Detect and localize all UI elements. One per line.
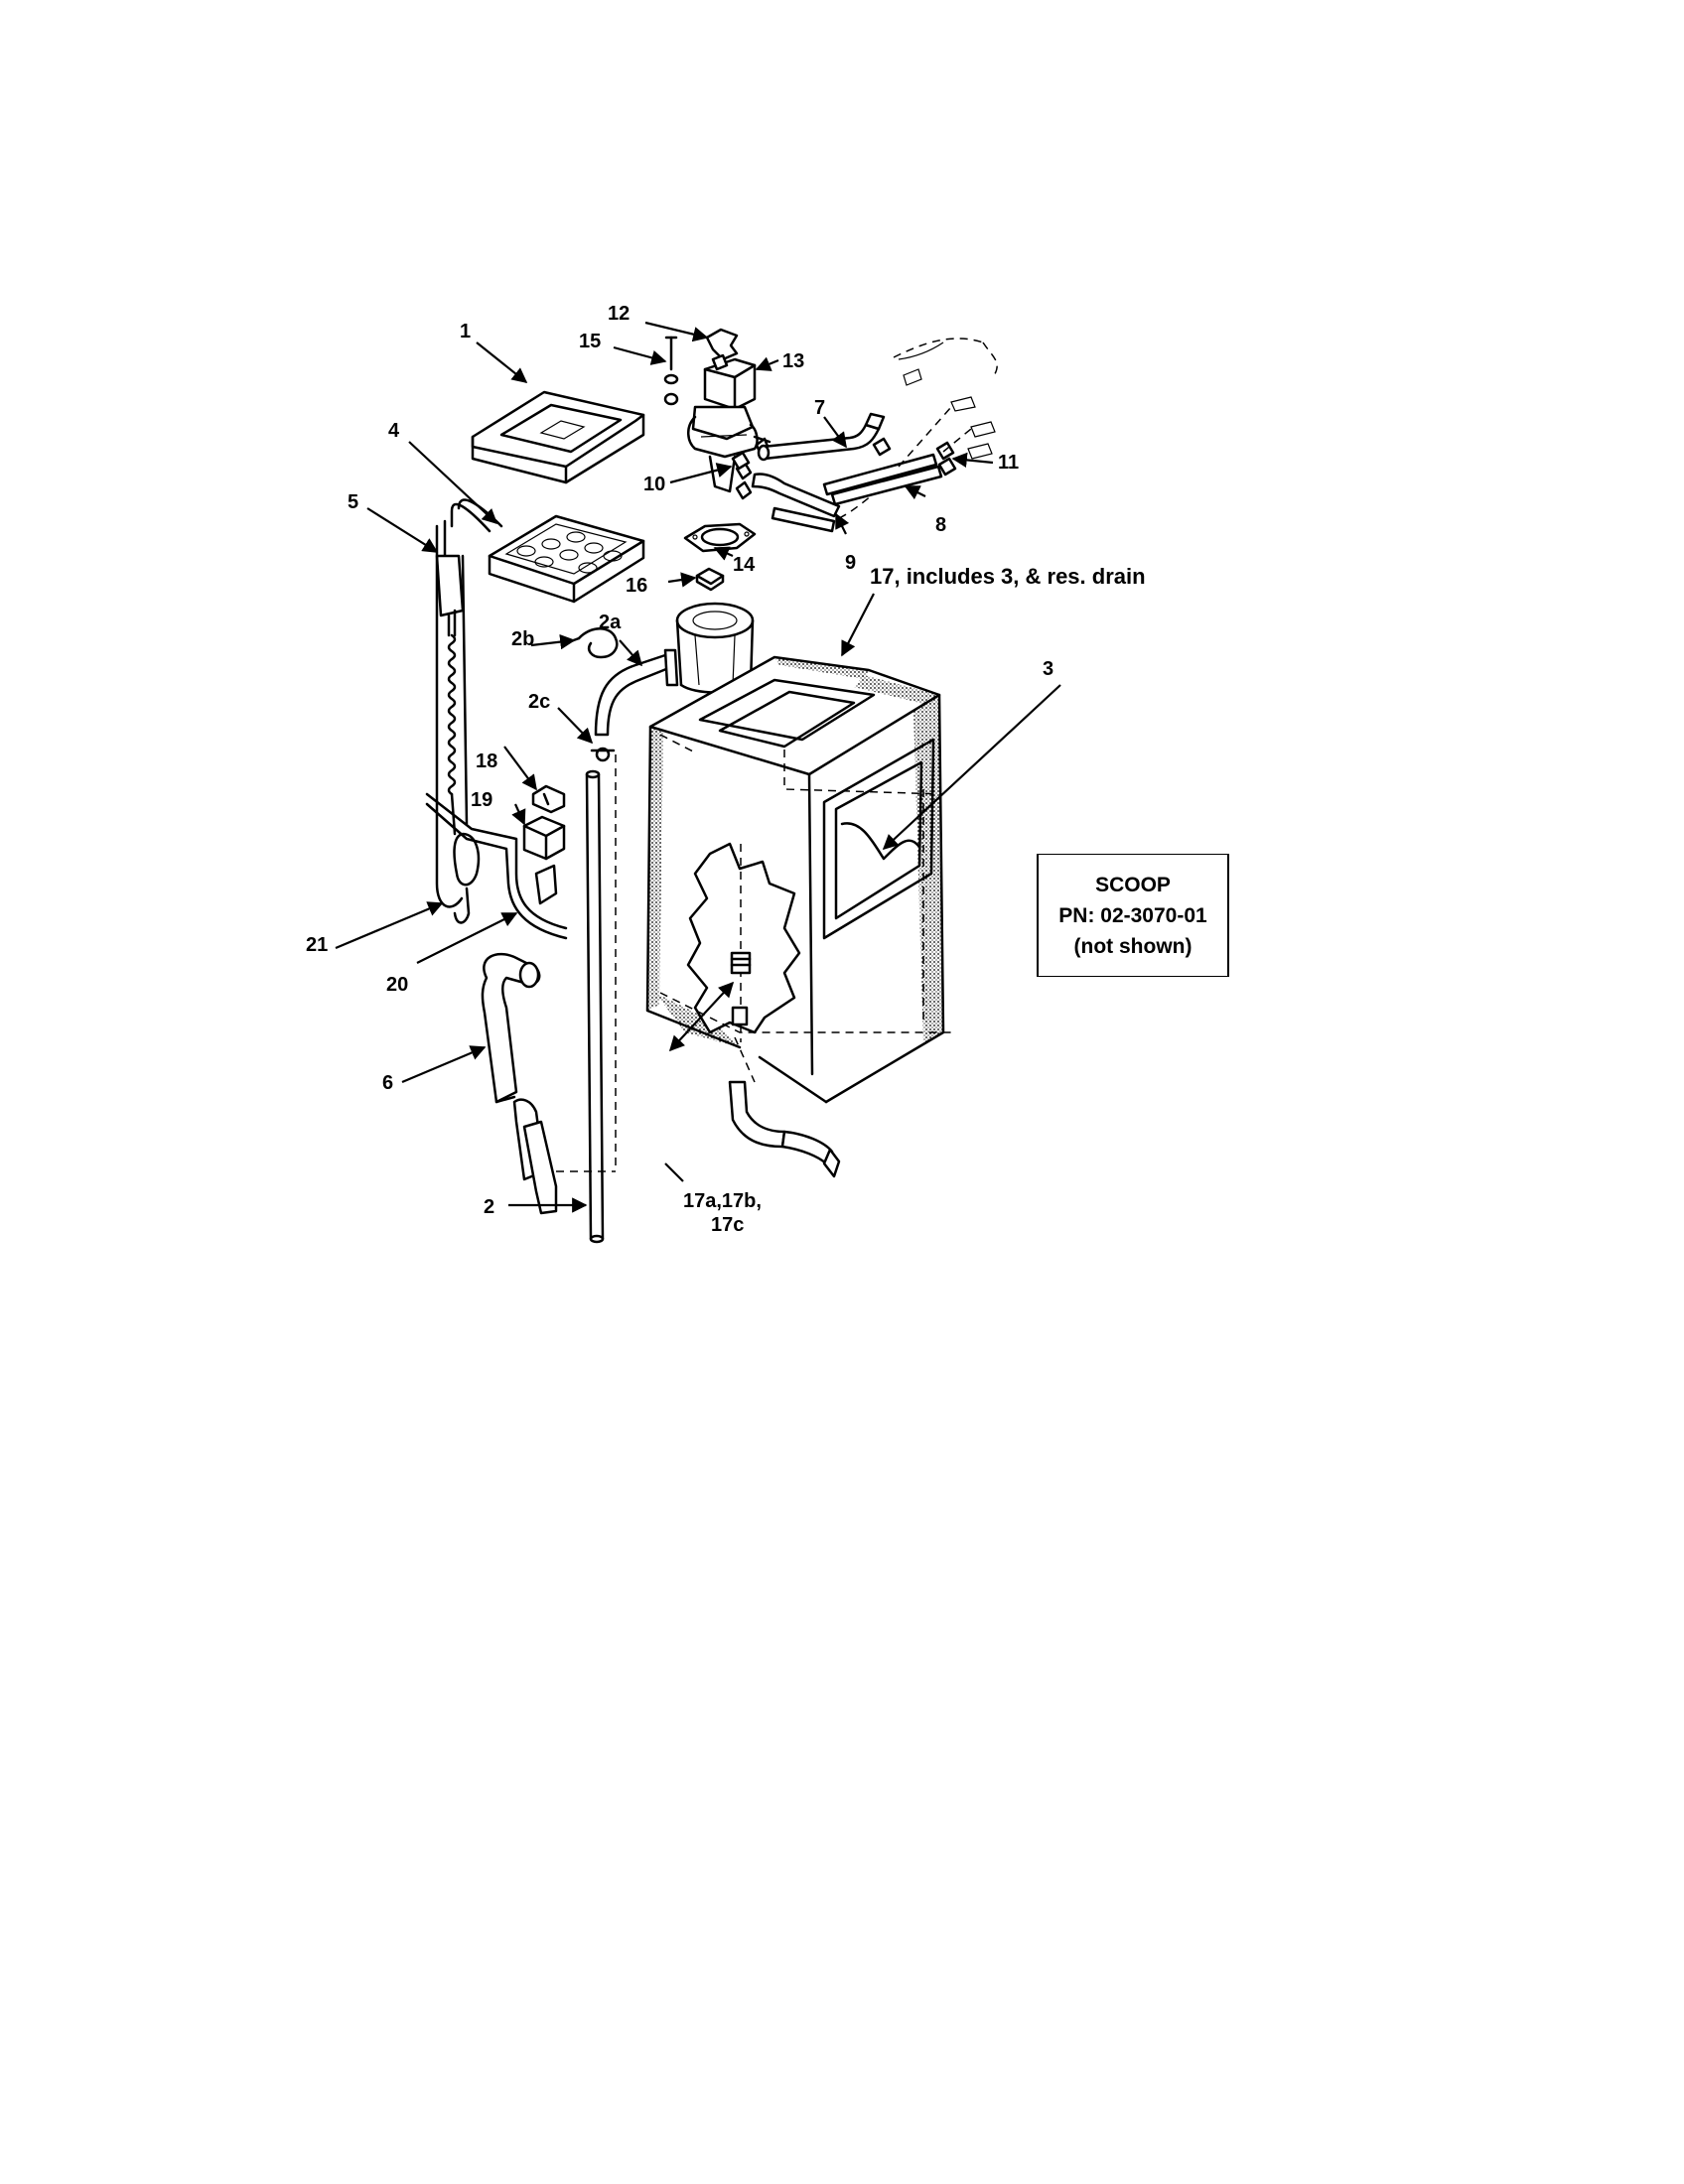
callout-6: 6 bbox=[382, 1072, 393, 1094]
callout-19: 19 bbox=[471, 789, 492, 811]
part-14-gasket-drawing bbox=[683, 522, 757, 553]
callout-21: 21 bbox=[306, 934, 328, 956]
part-2c-clamp-drawing bbox=[590, 747, 616, 762]
part-2a-elbow-drawing bbox=[594, 648, 679, 737]
part-7-hose-drawing bbox=[757, 412, 886, 462]
part-8-hose-drawing bbox=[822, 453, 943, 506]
callout-17abc-line2: 17c bbox=[711, 1214, 744, 1236]
part-19-block-drawing bbox=[522, 815, 566, 861]
callout-5: 5 bbox=[348, 491, 358, 513]
scoop-note-box: SCOOP PN: 02-3070-01 (not shown) bbox=[1037, 854, 1229, 977]
callout-18: 18 bbox=[476, 751, 497, 772]
part-1-cover-drawing bbox=[471, 390, 645, 484]
part-2-tube-drawing bbox=[556, 754, 617, 1244]
callout-2b: 2b bbox=[511, 628, 534, 650]
part-16-nut-drawing bbox=[695, 567, 725, 592]
callout-10: 10 bbox=[643, 474, 665, 495]
callout-2: 2 bbox=[484, 1196, 494, 1218]
scoop-note-not-shown: (not shown) bbox=[1073, 934, 1193, 958]
part-12-clip-drawing bbox=[705, 328, 739, 361]
ghost-fittings-drawing bbox=[893, 338, 998, 468]
callout-2a: 2a bbox=[599, 612, 622, 633]
scoop-note-part-number: PN: 02-3070-01 bbox=[1058, 903, 1207, 927]
part-15-screw-drawing bbox=[663, 336, 679, 406]
part-18-clip-drawing bbox=[531, 784, 566, 814]
part-17-reservoir-drawing bbox=[645, 655, 953, 1178]
part-10-clamp-drawing bbox=[731, 451, 751, 471]
callout-2c: 2c bbox=[528, 691, 550, 713]
callout-12: 12 bbox=[608, 303, 630, 325]
part-13-pump-motor-drawing bbox=[687, 353, 772, 500]
callout-17abc-line1: 17a,17b, bbox=[683, 1190, 762, 1212]
callout-16: 16 bbox=[626, 575, 647, 597]
callout-17: 17, includes 3, & res. drain bbox=[870, 564, 1146, 589]
callout-7: 7 bbox=[814, 397, 825, 419]
callout-11: 11 bbox=[998, 452, 1019, 474]
part-4-tray-drawing bbox=[450, 498, 645, 604]
callout-3: 3 bbox=[1043, 658, 1053, 680]
leader-lines bbox=[335, 321, 1061, 1213]
callout-14: 14 bbox=[733, 554, 756, 576]
callout-1: 1 bbox=[460, 321, 471, 342]
callout-20: 20 bbox=[386, 974, 408, 996]
callout-13: 13 bbox=[782, 350, 804, 372]
part-6-hose-drawing bbox=[481, 952, 558, 1215]
callout-9: 9 bbox=[845, 552, 856, 574]
callout-8: 8 bbox=[935, 514, 946, 536]
part-5-probe-drawing bbox=[425, 519, 568, 940]
scoop-note-title: SCOOP bbox=[1095, 873, 1171, 896]
callout-15: 15 bbox=[579, 331, 601, 352]
callout-labels: 1 4 5 12 15 13 7 10 11 8 9 14 16 17, inc… bbox=[306, 303, 1146, 1236]
callout-4: 4 bbox=[388, 420, 400, 442]
